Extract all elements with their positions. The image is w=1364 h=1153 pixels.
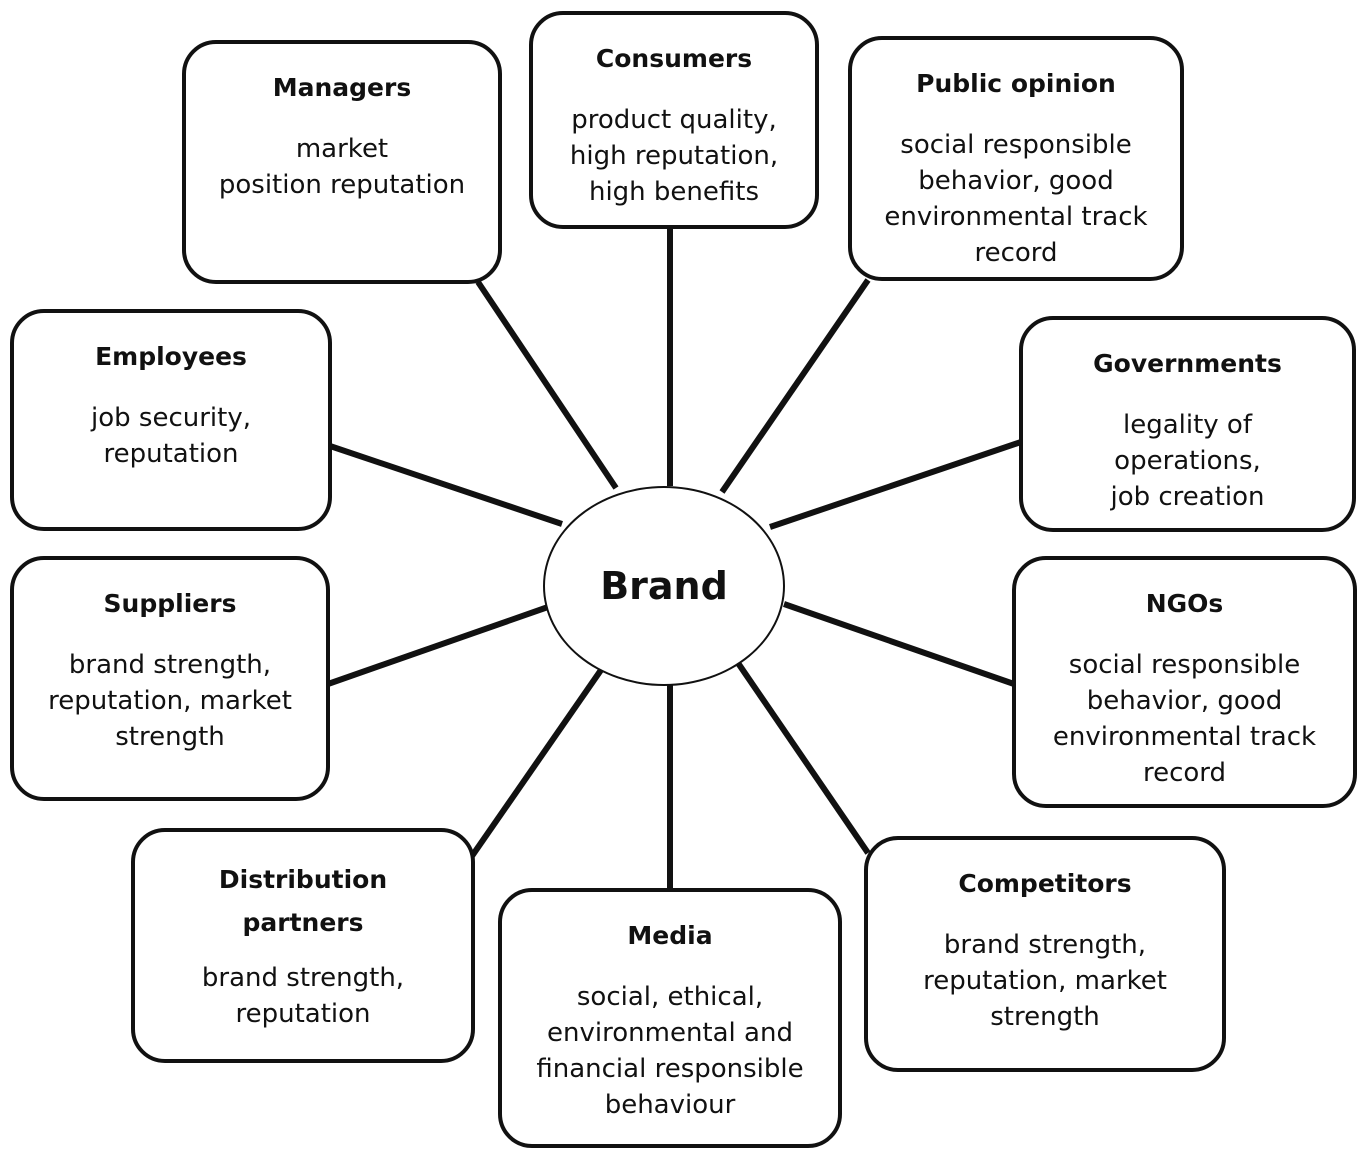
stakeholder-title: Competitors bbox=[958, 869, 1132, 898]
stakeholder-competitors: Competitors brand strength, reputation, … bbox=[864, 836, 1226, 1072]
connector-competitors bbox=[735, 661, 871, 855]
connector-distribution bbox=[469, 668, 604, 858]
stakeholder-suppliers: Suppliers brand strength, reputation, ma… bbox=[10, 556, 330, 801]
stakeholder-title: Suppliers bbox=[103, 589, 237, 618]
stakeholder-title: Public opinion bbox=[916, 69, 1116, 98]
stakeholder-description: job security, reputation bbox=[91, 403, 251, 469]
stakeholder-consumers: Consumers product quality, high reputati… bbox=[529, 11, 819, 229]
connector-employees bbox=[329, 443, 563, 527]
stakeholder-distribution-partners: Distribution partners brand strength, re… bbox=[131, 828, 475, 1063]
stakeholder-governments: Governments legality of operations, job … bbox=[1019, 316, 1356, 532]
stakeholder-employees: Employees job security, reputation bbox=[10, 309, 332, 531]
stakeholder-title: Media bbox=[627, 921, 713, 950]
stakeholder-title: Employees bbox=[95, 342, 247, 371]
stakeholder-description: social responsible behavior, good enviro… bbox=[1052, 650, 1317, 788]
stakeholder-media: Media social, ethical, environmental and… bbox=[498, 888, 842, 1148]
connector-governments bbox=[769, 439, 1022, 530]
brand-label: Brand bbox=[600, 564, 728, 608]
stakeholder-public-opinion: Public opinion social responsible behavi… bbox=[848, 36, 1184, 281]
stakeholder-title: NGOs bbox=[1145, 589, 1224, 618]
stakeholder-description: market position reputation bbox=[218, 134, 466, 200]
stakeholder-description: social responsible behavior, good enviro… bbox=[884, 130, 1148, 268]
stakeholder-ngos: NGOs social responsible behavior, good e… bbox=[1012, 556, 1357, 808]
connector-suppliers bbox=[327, 604, 549, 687]
connector-ngos bbox=[783, 601, 1015, 687]
stakeholder-description: legality of operations, job creation bbox=[1110, 410, 1265, 512]
stakeholder-description: brand strength, reputation, market stren… bbox=[48, 650, 292, 752]
stakeholder-description: product quality, high reputation, high b… bbox=[569, 105, 779, 207]
connector-public-opinion bbox=[719, 278, 871, 494]
brand-center-node: Brand bbox=[543, 486, 785, 686]
stakeholder-description: brand strength, reputation bbox=[201, 963, 405, 1029]
stakeholder-managers: Managers market position reputation bbox=[182, 40, 502, 284]
stakeholder-description: brand strength, reputation, market stren… bbox=[923, 930, 1167, 1032]
stakeholder-title: Managers bbox=[272, 73, 412, 102]
stakeholder-description: social, ethical, environmental and finan… bbox=[536, 982, 804, 1120]
stakeholder-title: Governments bbox=[1093, 349, 1282, 378]
connector-managers bbox=[475, 280, 619, 490]
stakeholder-title: Distribution partners bbox=[218, 865, 388, 937]
stakeholder-title: Consumers bbox=[595, 44, 753, 73]
